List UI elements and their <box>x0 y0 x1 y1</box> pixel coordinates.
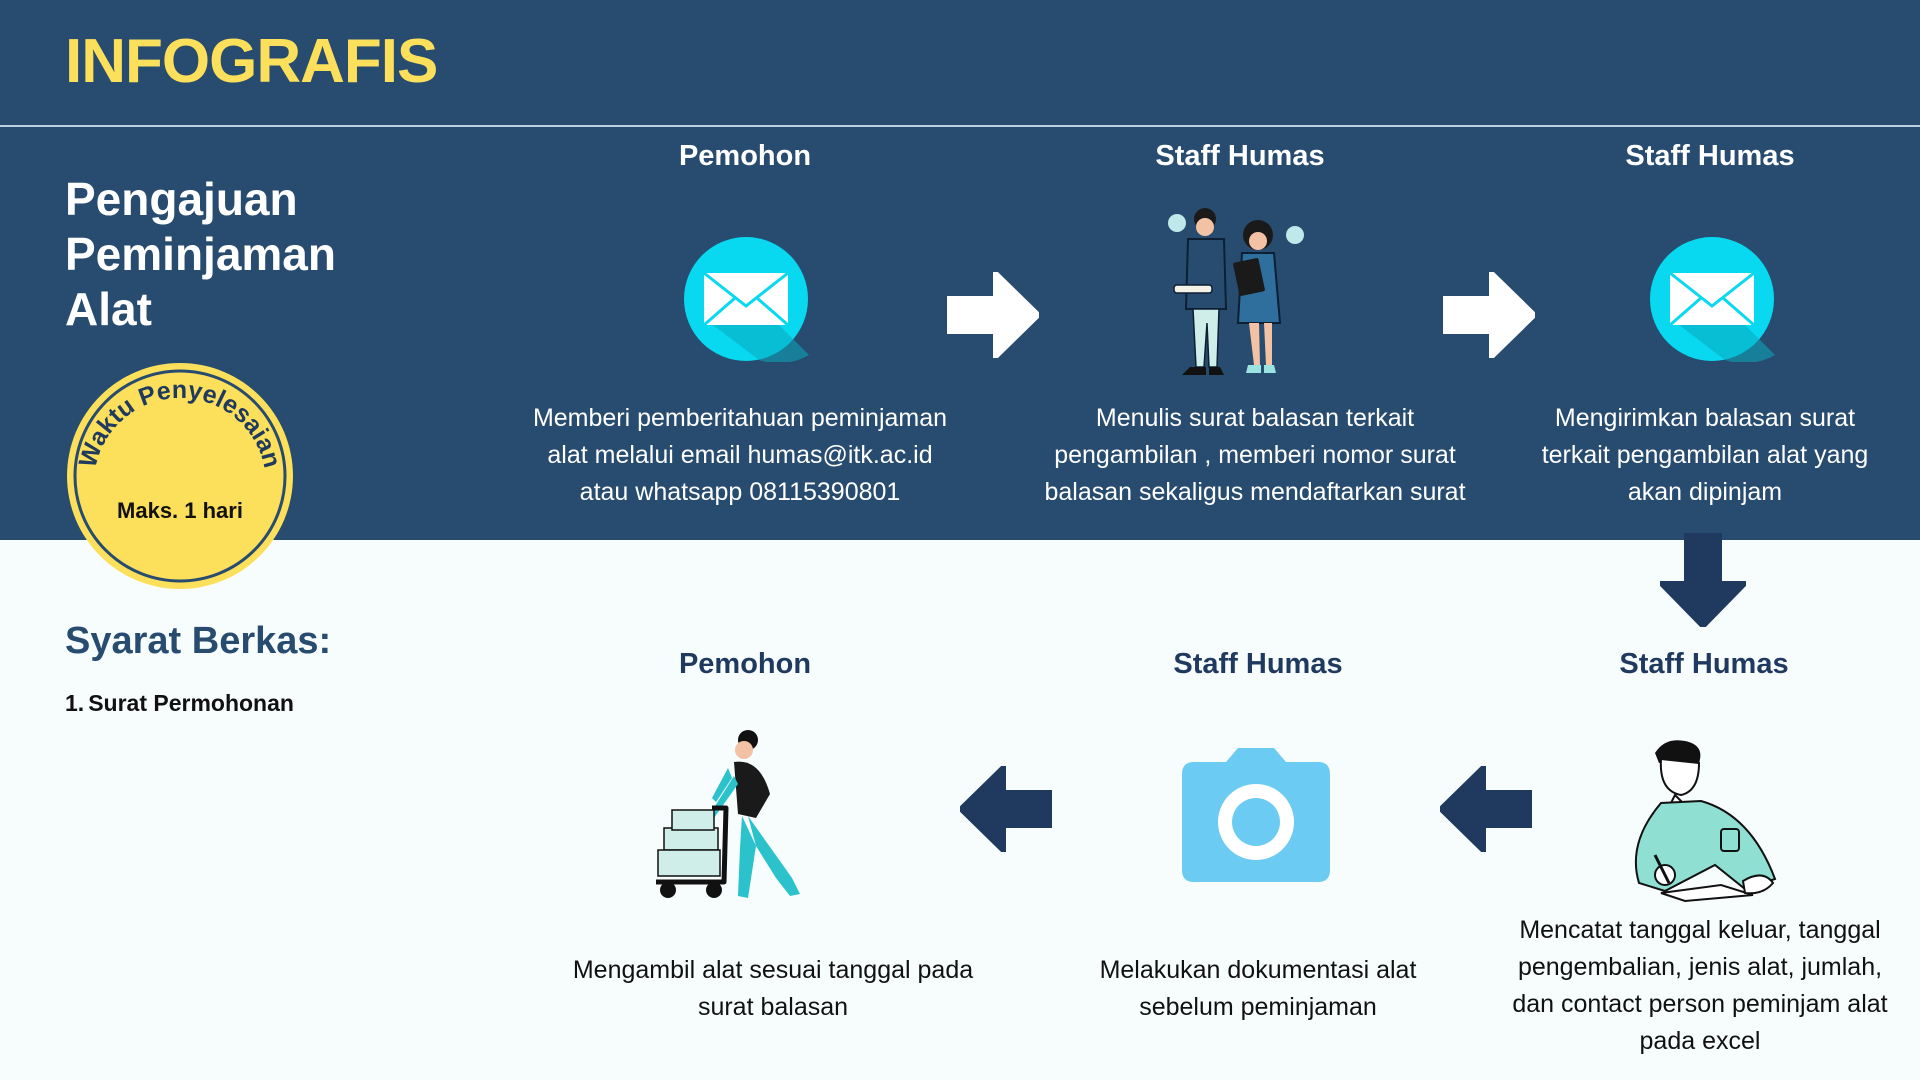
requirement-item: 1.Surat Permohonan <box>65 690 294 717</box>
header-divider <box>0 125 1920 127</box>
step-2-actor: Staff Humas <box>1155 140 1325 172</box>
step-1-description: Memberi pemberitahuan peminjaman alat me… <box>532 404 948 506</box>
arrow-left-icon <box>960 766 1052 852</box>
step-5-description: Melakukan dokumentasi alat sebelum pemin… <box>1099 956 1417 1021</box>
step-6-description: Mengambil alat sesuai tanggal pada surat… <box>572 956 974 1021</box>
subtitle-line: Alat <box>65 283 152 335</box>
infographic-title: INFOGRAFIS <box>65 27 438 96</box>
arrow-right-icon <box>947 272 1039 358</box>
camera-icon <box>1182 748 1330 882</box>
arrow-left-icon <box>1440 766 1532 852</box>
step-5-actor: Staff Humas <box>1173 648 1343 680</box>
step-3-actor: Staff Humas <box>1625 140 1795 172</box>
requirements-title: Syarat Berkas: <box>65 620 332 662</box>
requirement-text: Surat Permohonan <box>88 690 294 716</box>
staff-people-illustration <box>1168 208 1304 375</box>
step-4-actor: Staff Humas <box>1619 648 1789 680</box>
envelope-icon <box>684 237 809 362</box>
step-1-actor: Pemohon <box>678 140 812 172</box>
step-4-description: Mencatat tanggal keluar, tanggal pengemb… <box>1512 916 1888 1055</box>
arrow-right-icon <box>1443 272 1535 358</box>
subtitle-line: Pengajuan <box>65 173 298 225</box>
man-writing-illustration <box>1634 740 1777 903</box>
envelope-icon <box>1650 237 1775 362</box>
step-2-description: Menulis surat balasan terkait pengambila… <box>1044 404 1466 506</box>
step-3-description: Mengirimkan balasan surat terkait pengam… <box>1541 404 1869 506</box>
step-6-actor: Pemohon <box>678 648 812 680</box>
person-pushing-cart-illustration <box>656 730 800 898</box>
subtitle-line: Peminjaman <box>65 228 336 280</box>
arrow-down-icon <box>1660 533 1746 627</box>
requirement-number: 1. <box>65 690 85 716</box>
badge-value: Maks. 1 hari <box>117 498 243 523</box>
header-band <box>0 0 1920 540</box>
completion-time-badge: Waktu Penyelesaian Maks. 1 hari <box>67 363 293 589</box>
infographic-subtitle: Pengajuan Peminjaman Alat <box>65 172 336 337</box>
